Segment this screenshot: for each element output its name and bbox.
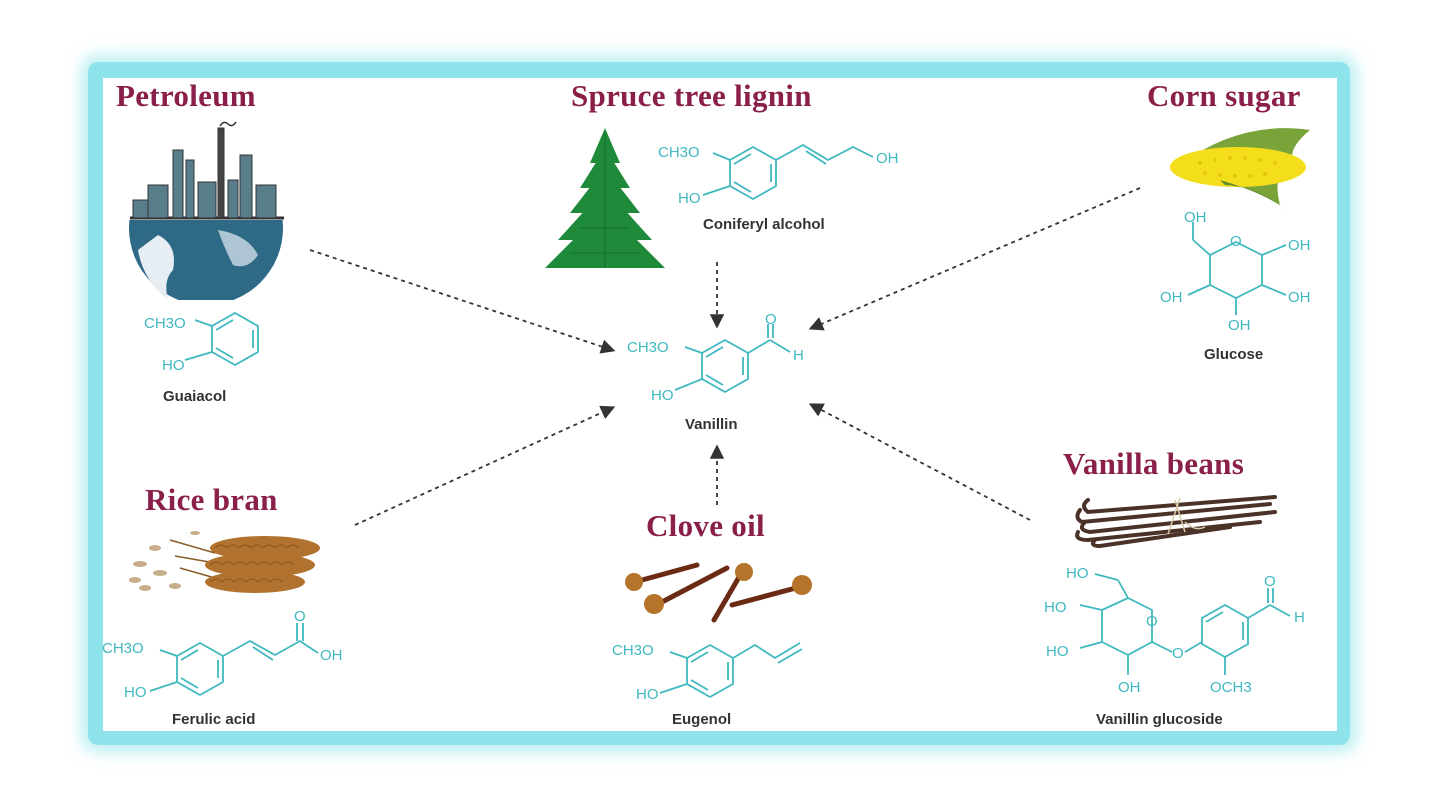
chem-label-oh: OH	[1160, 289, 1183, 306]
chem-label-ch3o: CH3O	[102, 640, 144, 657]
chem-label-oh: OH	[1288, 289, 1311, 306]
corn-cob-icon	[1170, 128, 1310, 210]
chem-label-ho: HO	[678, 190, 701, 207]
coniferyl-alcohol-structure: CH3O HO OH	[658, 143, 899, 207]
source-title-spruce: Spruce tree lignin	[571, 78, 812, 113]
chem-label-ho: HO	[1044, 599, 1067, 616]
chem-label-oh: OH	[1118, 679, 1141, 696]
eugenol-structure: CH3O HO	[612, 642, 803, 703]
chem-label-o: O	[294, 608, 306, 625]
chem-label-oh: OH	[320, 647, 343, 664]
vanillin-structure: O H CH3O HO	[627, 311, 804, 404]
chem-label-o: O	[1146, 613, 1158, 630]
source-title-petroleum: Petroleum	[116, 78, 256, 113]
molecule-label-guaiacol: Guaiacol	[163, 388, 227, 405]
arrow-corn-to-vanillin	[808, 187, 1141, 331]
diagram-canvas	[103, 78, 1337, 731]
vanilla-bean-icon	[1075, 495, 1277, 549]
molecule-label-vanillin: Vanillin	[685, 416, 738, 433]
chem-label-ho: HO	[1066, 565, 1089, 582]
refinery-globe-icon	[129, 121, 284, 300]
chem-label-oh: OH	[1228, 317, 1251, 334]
chem-label-ho: HO	[162, 357, 185, 374]
ferulic-acid-structure: O OH CH3O HO	[102, 608, 343, 701]
chem-label-o: O	[765, 311, 777, 328]
chem-label-oh: OH	[1288, 237, 1311, 254]
vanillin-glucoside-structure: HO HO O HO O OH O H OCH3	[1044, 565, 1305, 696]
chem-label-ho: HO	[124, 684, 147, 701]
chem-label-oh: OH	[1184, 209, 1207, 226]
source-title-corn: Corn sugar	[1147, 78, 1301, 113]
molecule-label-vanillin-glucoside: Vanillin glucoside	[1096, 711, 1223, 728]
chem-label-o: O	[1172, 645, 1184, 662]
molecule-label-eugenol: Eugenol	[672, 711, 732, 728]
source-title-vanilla: Vanilla beans	[1063, 446, 1245, 481]
source-title-rice: Rice bran	[145, 482, 278, 517]
guaiacol-structure: CH3O HO	[144, 311, 259, 374]
chem-label-ch3o: CH3O	[144, 315, 186, 332]
glucose-structure: OH O OH OH OH OH	[1160, 209, 1311, 334]
arrow-petroleum-to-vanillin	[309, 249, 616, 354]
chem-label-ch3o: CH3O	[658, 144, 700, 161]
arrow-rice-to-vanillin	[354, 405, 616, 526]
clove-icon	[625, 562, 812, 623]
source-title-clove: Clove oil	[646, 508, 765, 543]
chem-label-ho: HO	[651, 387, 674, 404]
chem-label-o: O	[1264, 573, 1276, 590]
chem-label-oh: OH	[876, 150, 899, 167]
chem-label-ho: HO	[1046, 643, 1069, 660]
molecule-label-ferulic-acid: Ferulic acid	[172, 711, 256, 728]
molecule-label-coniferyl-alcohol: Coniferyl alcohol	[703, 216, 825, 233]
chem-label-ch3o: CH3O	[627, 339, 669, 356]
chem-label-h: H	[793, 347, 804, 364]
chem-label-och3: OCH3	[1210, 679, 1252, 696]
chem-label-h: H	[1294, 609, 1305, 626]
rice-bran-icon	[129, 531, 320, 593]
chem-label-o: O	[1230, 233, 1242, 250]
molecule-label-glucose: Glucose	[1204, 346, 1264, 363]
chem-label-ch3o: CH3O	[612, 642, 654, 659]
spruce-tree-icon	[545, 128, 665, 268]
arrow-vanilla-to-vanillin	[808, 403, 1031, 521]
chem-label-ho: HO	[636, 686, 659, 703]
